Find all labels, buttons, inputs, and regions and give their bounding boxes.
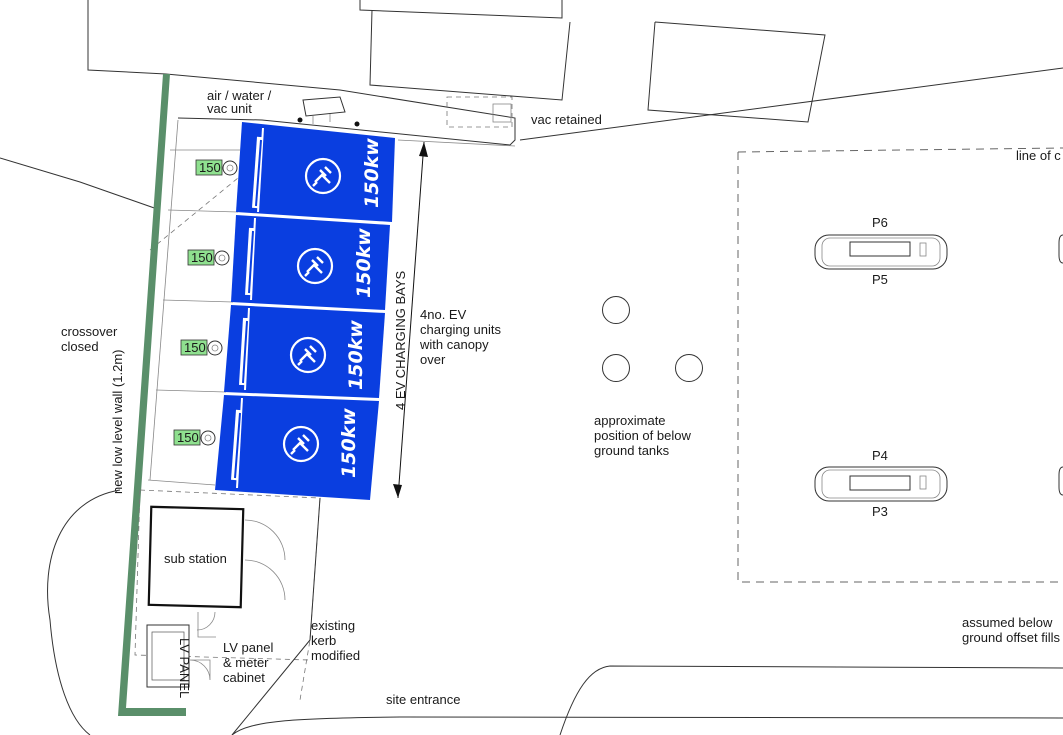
ev-plug-icon	[296, 247, 334, 285]
svg-text:modified: modified	[311, 648, 360, 663]
svg-text:150: 150	[191, 250, 213, 265]
tanks-label: approximate	[594, 413, 666, 428]
charger-unit-3: 150	[180, 339, 223, 356]
svg-text:over: over	[420, 352, 446, 367]
svg-text:P5: P5	[872, 272, 888, 287]
svg-text:P6: P6	[872, 215, 888, 230]
svg-text:with canopy: with canopy	[419, 337, 489, 352]
svg-text:LV PANEL: LV PANEL	[177, 638, 192, 698]
charging-bays: 150kw 150kw 150kw 150kw	[215, 122, 395, 500]
ev-plug-icon	[289, 336, 327, 374]
svg-text:150: 150	[177, 430, 199, 445]
charging-bay-1: 150kw	[236, 122, 395, 222]
svg-text:cabinet: cabinet	[223, 670, 265, 685]
ev-units-label: 4no. EV	[420, 307, 467, 322]
below-ground-tanks	[602, 296, 703, 382]
svg-text:ground offset fills: ground offset fills	[962, 630, 1061, 645]
lv-panel-label: LV panel	[223, 640, 273, 655]
low-level-wall	[118, 74, 186, 716]
svg-text:vac unit: vac unit	[207, 101, 252, 116]
site-entrance-label: site entrance	[386, 692, 460, 707]
charger-units: 150 150 150 150	[173, 159, 238, 446]
low-level-wall-label: new low level wall (1.2m)	[110, 350, 125, 495]
ev-plug-icon	[282, 425, 320, 463]
air-water-vac-label: air / water /	[207, 88, 272, 103]
crossover-label: crossover	[61, 324, 118, 339]
charging-bay-3: 150kw	[224, 305, 385, 398]
road-kerbs	[47, 147, 1063, 735]
tank-marker	[602, 354, 630, 382]
tank-marker	[675, 354, 703, 382]
bay-power-label: 150kw	[353, 228, 375, 298]
svg-text:& meter: & meter	[223, 655, 269, 670]
svg-text:ground tanks: ground tanks	[594, 443, 670, 458]
air-water-vac-unit	[297, 96, 360, 127]
bay-power-label: 150kw	[361, 138, 383, 208]
sub-station-label: sub station	[164, 551, 227, 566]
svg-text:closed: closed	[61, 339, 99, 354]
offset-fills-label: assumed below	[962, 615, 1053, 630]
charging-bay-4: 150kw	[215, 395, 379, 500]
surrounding-buildings	[0, 0, 1063, 211]
svg-text:P3: P3	[872, 504, 888, 519]
pump-island-edge	[1058, 466, 1063, 496]
kerb-label: existing	[311, 618, 355, 633]
ev-plug-icon	[304, 157, 342, 195]
sub-station-box	[147, 505, 245, 609]
pump-island-upper: P6 P5	[814, 215, 948, 287]
bay-power-label: 150kw	[345, 320, 367, 390]
svg-text:kerb: kerb	[311, 633, 336, 648]
tank-marker	[602, 296, 630, 324]
charging-bays-title: 4 EV CHARGING BAYS	[393, 270, 408, 410]
pump-island-edge	[1058, 234, 1063, 264]
charger-unit-1: 150	[195, 159, 238, 176]
svg-text:P4: P4	[872, 448, 888, 463]
charger-unit-2: 150	[187, 249, 230, 266]
vac-retained-label: vac retained	[531, 112, 602, 127]
pump-island-lower: P4 P3	[814, 448, 948, 519]
svg-text:150: 150	[199, 160, 221, 175]
bays-dimension-line	[393, 141, 428, 499]
line-of-label: line of c	[1016, 148, 1061, 163]
annotations: air / water / vac unit vac retained line…	[61, 88, 1061, 707]
svg-text:charging units: charging units	[420, 322, 501, 337]
sub-station-area: LV PANEL	[134, 489, 321, 735]
lv-panel-box	[146, 624, 190, 688]
bay-power-label: 150kw	[338, 408, 360, 478]
charging-bay-2: 150kw	[231, 215, 390, 310]
svg-text:position of below: position of below	[594, 428, 691, 443]
charger-unit-4: 150	[173, 429, 216, 446]
svg-text:150: 150	[184, 340, 206, 355]
